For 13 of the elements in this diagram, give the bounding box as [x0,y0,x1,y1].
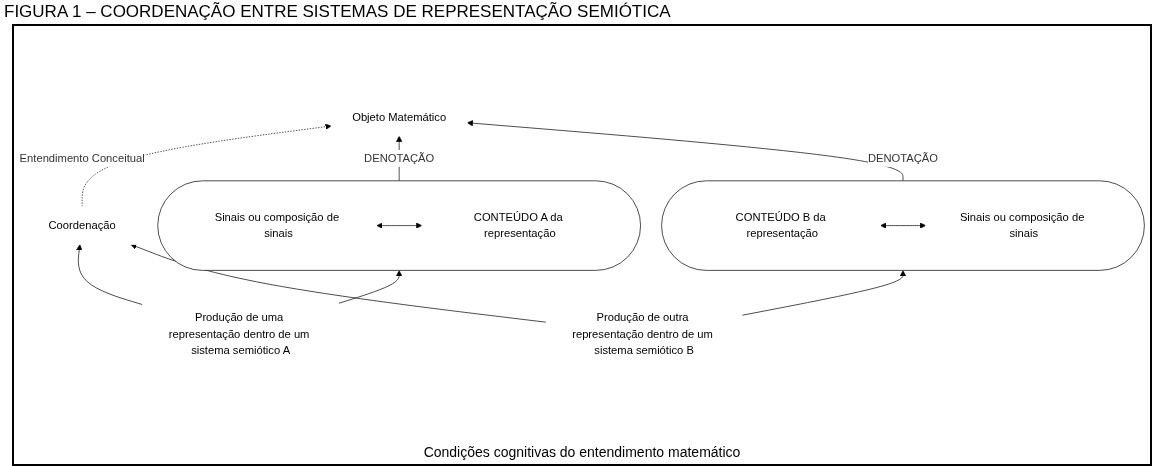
node-text: CONTEÚDO A da representação [473,210,563,240]
node-text: CONTEÚDO B da representação [735,210,826,240]
edge-label: DENOTAÇÃO [867,152,939,165]
node-text: Sinais ou composição de sinais [214,210,340,240]
figure-title: FIGURA 1 – COORDENAÇÃO ENTRE SISTEMAS DE REPRESENTAÇÃO SEMIÓTICA [3,1,672,23]
caption-note: Condições cognitivas do entendimento matemático [422,444,742,460]
node-text: Coordenação [48,219,116,232]
edge-label: Entendimento Conceitual [19,152,145,165]
node-text: Objeto Matemático [352,110,447,123]
edge-label: DENOTAÇÃO [364,152,435,165]
node-text: Produção de uma representação dentro de um sistema semiótico A [168,310,310,357]
node-text: Sinais ou composição de sinais [959,210,1085,240]
node-text: Produção de outra representação dentro de um sistema semiótico B [572,310,713,357]
